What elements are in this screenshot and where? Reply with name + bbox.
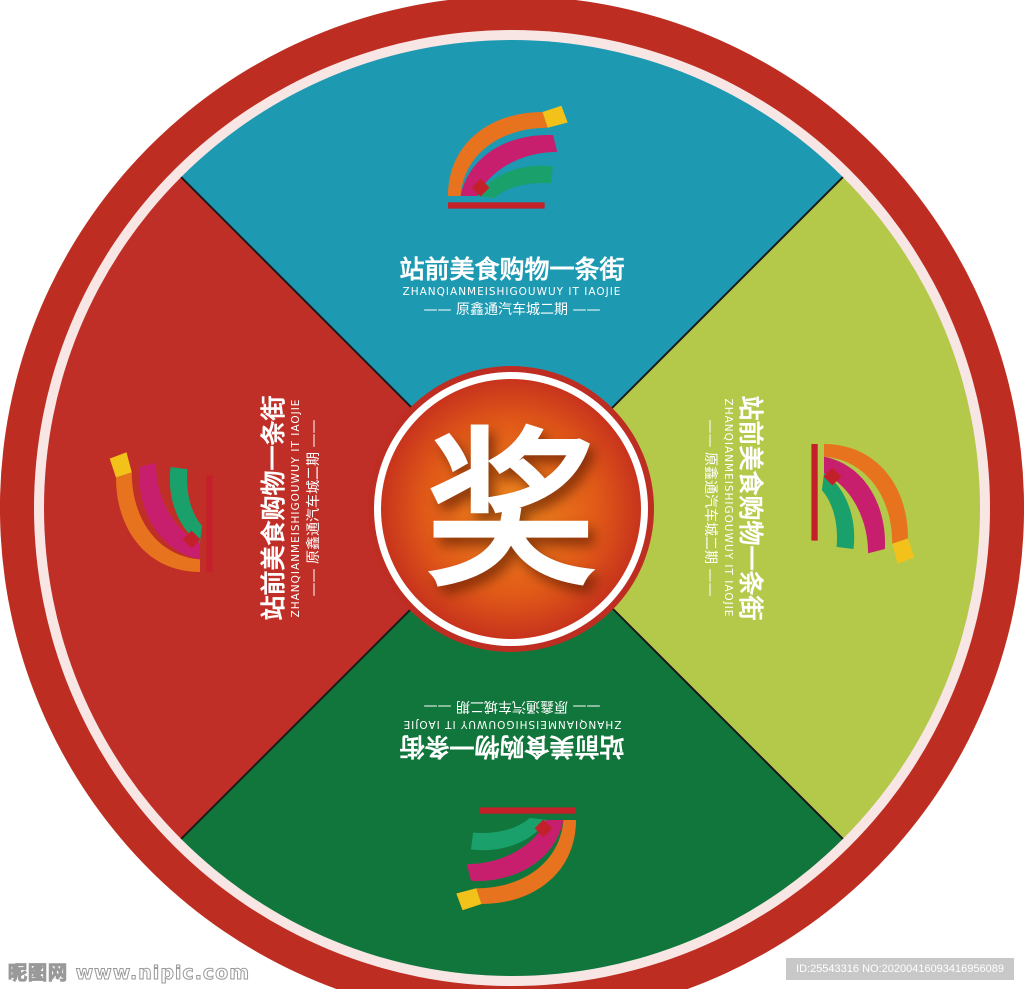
segment-pinyin: ZHANQIANMEISHIGOUWUY IT IAOJIE bbox=[403, 718, 622, 730]
segment-right[interactable] bbox=[512, 40, 980, 976]
segment-left[interactable] bbox=[44, 40, 512, 976]
segment-bottom[interactable] bbox=[44, 508, 980, 976]
segment-label-top: 站前美食购物一条街 ZHANQIANMEISHIGOUWUY IT IAOJIE… bbox=[399, 105, 625, 318]
segment-title: 站前美食购物一条街 bbox=[259, 395, 288, 620]
watermark-id: ID:25543316 NO:20200416093416956089 bbox=[786, 958, 1014, 980]
segment-pinyin: ZHANQIANMEISHIGOUWUY IT IAOJIE bbox=[403, 286, 622, 298]
segment-title: 站前美食购物一条街 bbox=[399, 255, 624, 284]
center-button[interactable]: 奖 bbox=[368, 366, 654, 652]
segment-subtitle: —— 原鑫通汽车城二期 —— bbox=[702, 420, 719, 597]
watermark-site: 昵图网 www.nipic.com bbox=[7, 962, 251, 985]
segment-pinyin: ZHANQIANMEISHIGOUWUY IT IAOJIE bbox=[290, 399, 302, 618]
segment-title: 站前美食购物一条街 bbox=[736, 395, 765, 620]
segment-label-bottom: 站前美食购物一条街 ZHANQIANMEISHIGOUWUY IT IAOJIE… bbox=[399, 698, 625, 911]
segment-label-left: 站前美食购物一条街 ZHANQIANMEISHIGOUWUY IT IAOJIE… bbox=[109, 395, 322, 621]
segment-subtitle: —— 原鑫通汽车城二期 —— bbox=[305, 420, 322, 597]
segment-top[interactable] bbox=[44, 40, 980, 508]
segment-label-right: 站前美食购物一条街 ZHANQIANMEISHIGOUWUY IT IAOJIE… bbox=[702, 395, 915, 621]
segment-title: 站前美食购物一条街 bbox=[399, 732, 624, 761]
segment-subtitle: —— 原鑫通汽车城二期 —— bbox=[424, 301, 601, 318]
segment-pinyin: ZHANQIANMEISHIGOUWUY IT IAOJIE bbox=[722, 399, 734, 618]
segment-subtitle: —— 原鑫通汽车城二期 —— bbox=[424, 698, 601, 715]
center-prize-char: 奖 bbox=[426, 413, 596, 611]
